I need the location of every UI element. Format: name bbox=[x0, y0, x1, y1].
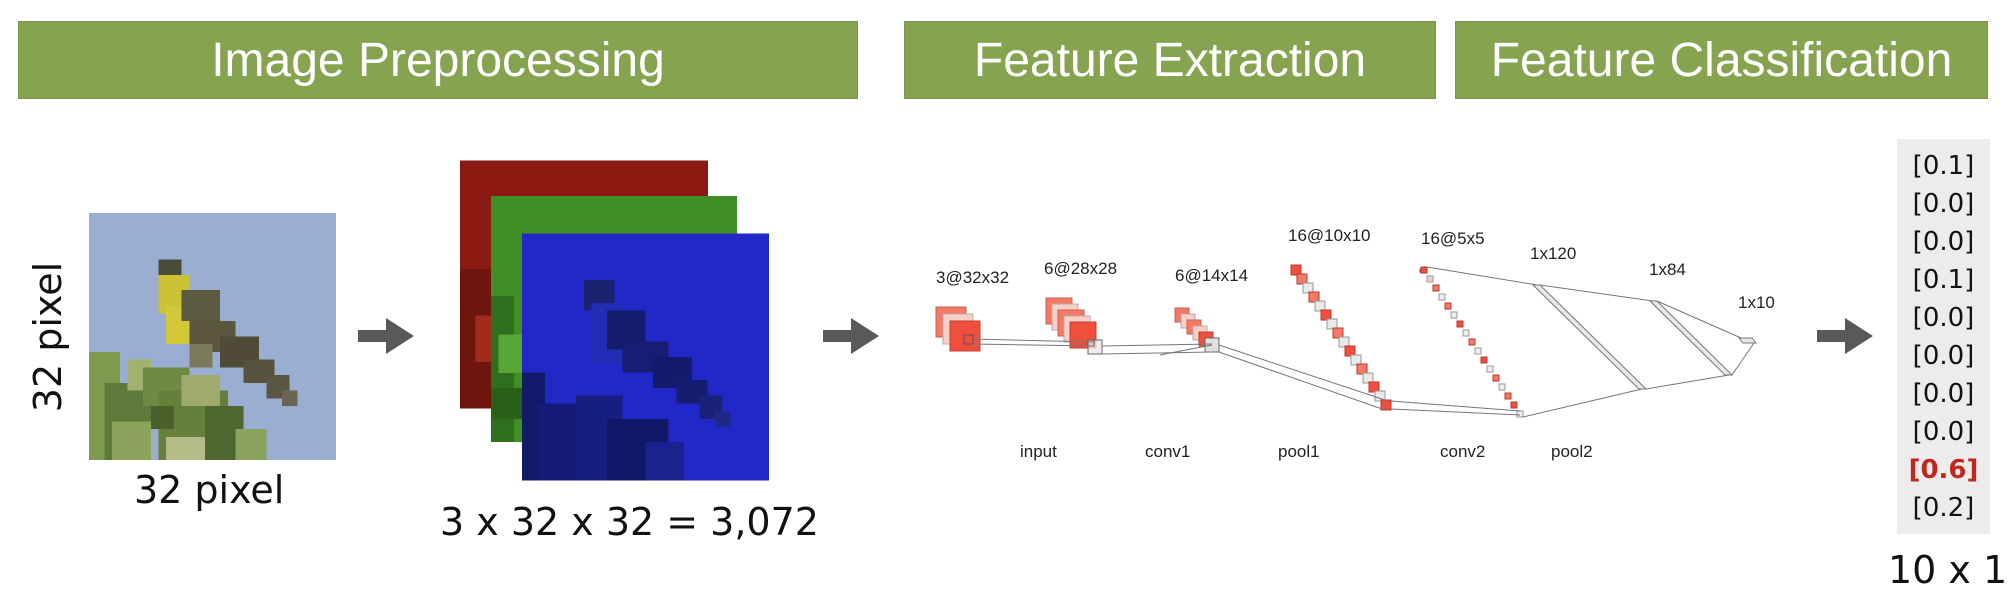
input-shape-label: 3@32x32 bbox=[936, 268, 1010, 287]
conv1-layer-name: conv1 bbox=[1145, 442, 1191, 461]
output-value-highlighted: [0.6] bbox=[1908, 455, 1979, 485]
output-value: [0.0] bbox=[1912, 227, 1975, 257]
output-value: [0.1] bbox=[1912, 265, 1975, 295]
conv1-layer-maps bbox=[1045, 297, 1103, 355]
pool2-layer-name: pool2 bbox=[1551, 442, 1593, 461]
fc2-layer bbox=[1648, 300, 1734, 376]
input-layer-maps bbox=[935, 306, 981, 352]
pool1-layer-name: pool1 bbox=[1278, 442, 1320, 461]
bird-image bbox=[89, 213, 336, 460]
output-value: [0.0] bbox=[1912, 379, 1975, 409]
output-layer bbox=[1737, 337, 1758, 344]
pool2-layer-maps bbox=[1420, 266, 1524, 418]
image-width-label: 32 pixel bbox=[134, 468, 285, 512]
fc2-shape-label: 1x84 bbox=[1649, 260, 1686, 279]
arrow-right-icon bbox=[358, 318, 414, 354]
output-vector: [0.1] [0.0] [0.0] [0.1] [0.0] [0.0] [0.0… bbox=[1897, 139, 1990, 534]
output-value: [0.0] bbox=[1912, 189, 1975, 219]
output-value: [0.0] bbox=[1912, 341, 1975, 371]
fc1-shape-label: 1x120 bbox=[1530, 244, 1577, 263]
connection-lines bbox=[972, 266, 1755, 418]
banner-image-preprocessing: Image Preprocessing bbox=[18, 21, 858, 99]
pool2-shape-label: 16@5x5 bbox=[1421, 229, 1485, 248]
input-layer-name: input bbox=[1020, 442, 1057, 461]
output-dims-label: 10 x 1 bbox=[1888, 548, 2008, 592]
conv1-shape-label: 6@28x28 bbox=[1044, 259, 1118, 278]
output-shape-label: 1x10 bbox=[1738, 293, 1775, 312]
blue-channel-image bbox=[522, 233, 769, 481]
pool1-layer-maps bbox=[1174, 307, 1220, 353]
pool1-shape-label: 6@14x14 bbox=[1175, 266, 1249, 285]
output-value: [0.2] bbox=[1912, 493, 1975, 523]
output-value: [0.1] bbox=[1912, 151, 1975, 181]
banner-feature-extraction: Feature Extraction bbox=[904, 21, 1436, 99]
conv2-layer-maps bbox=[1290, 264, 1424, 411]
conv2-layer-name: conv2 bbox=[1440, 442, 1486, 461]
output-value: [0.0] bbox=[1912, 303, 1975, 333]
cnn-architecture-diagram bbox=[935, 264, 1758, 418]
banner-feature-classification: Feature Classification bbox=[1455, 21, 1988, 99]
conv2-shape-label: 16@10x10 bbox=[1288, 226, 1371, 245]
channels-equation: 3 x 32 x 32 = 3,072 bbox=[440, 500, 819, 544]
arrow-right-icon bbox=[823, 318, 879, 354]
output-value: [0.0] bbox=[1912, 417, 1975, 447]
arrow-right-icon bbox=[1817, 318, 1873, 354]
fc1-layer bbox=[1531, 284, 1648, 390]
image-height-label: 32 pixel bbox=[26, 261, 70, 413]
